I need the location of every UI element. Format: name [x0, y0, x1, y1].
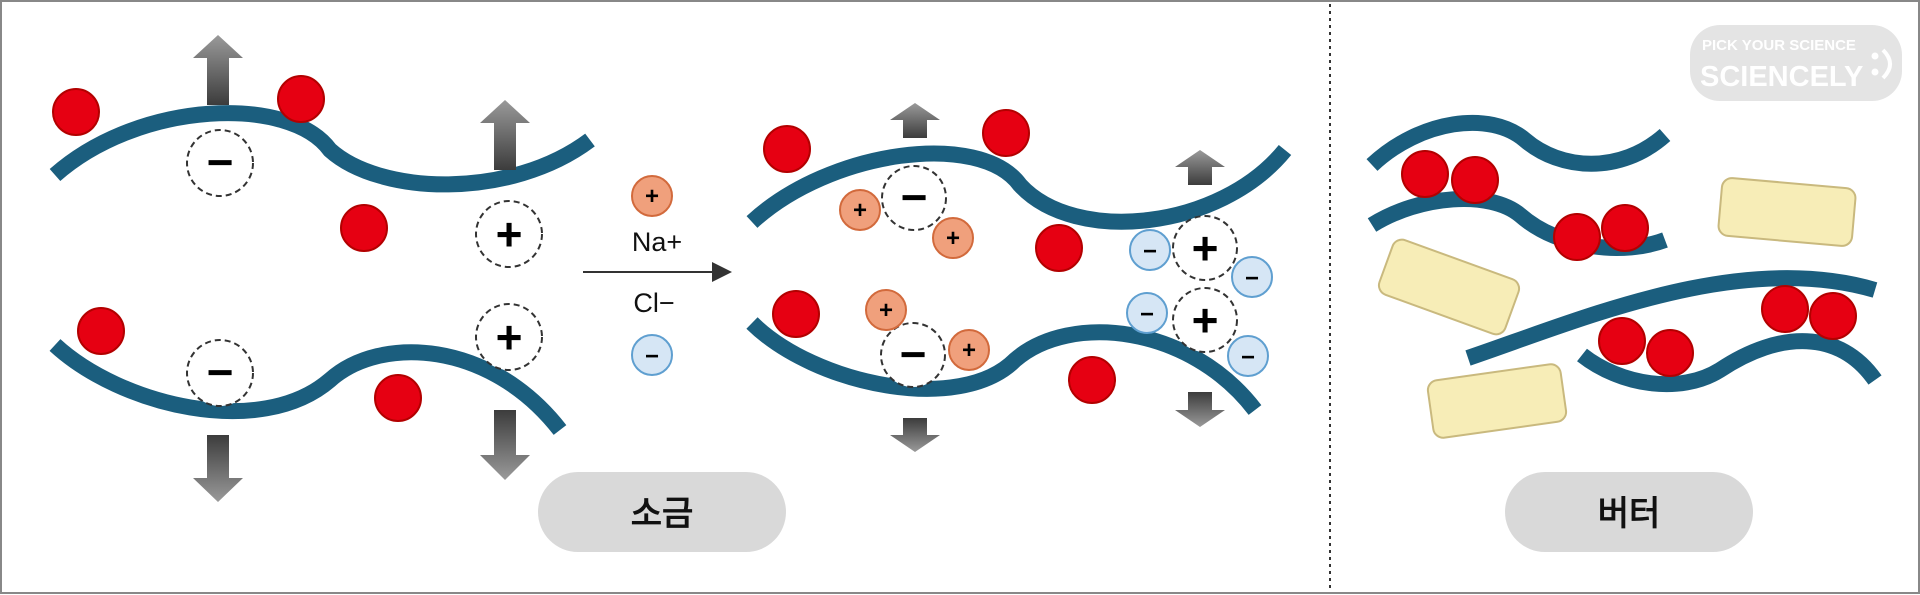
salted-state-group: − + + − + + + −: [746, 103, 1292, 452]
fat-globule: [1451, 156, 1499, 204]
svg-text:+: +: [496, 311, 523, 363]
svg-text:−: −: [645, 343, 659, 370]
svg-text:−: −: [900, 328, 927, 380]
expansion-arrow-up: [480, 100, 530, 170]
sciencely-logo: PICK YOUR SCIENCE SCIENCELY: [1690, 25, 1902, 101]
svg-text:PICK YOUR SCIENCE: PICK YOUR SCIENCE: [1702, 37, 1856, 54]
svg-text:+: +: [1192, 294, 1219, 346]
fat-globule: [1646, 329, 1694, 377]
svg-text:소금: 소금: [631, 494, 694, 534]
svg-text:−: −: [1143, 238, 1157, 265]
chloride-label: Cl−: [633, 288, 674, 318]
protein-strand: [746, 144, 1292, 230]
chloride-ion: −: [631, 334, 673, 376]
fat-globule: [277, 75, 325, 123]
butter-structure-group: [1366, 114, 1882, 439]
fat-globule: [52, 88, 100, 136]
fat-globule: [374, 374, 422, 422]
positive-charge-site: +: [475, 303, 543, 371]
negative-charge-site: −: [186, 129, 254, 197]
initial-state-group: − + − +: [49, 35, 595, 502]
chloride-ion: −: [1231, 256, 1273, 298]
fat-globule: [1035, 224, 1083, 272]
svg-text:+: +: [853, 197, 867, 224]
fat-globule: [77, 307, 125, 355]
svg-text:+: +: [496, 208, 523, 260]
svg-text:+: +: [645, 183, 659, 210]
svg-text:+: +: [946, 225, 960, 252]
expansion-arrow-down: [890, 418, 940, 452]
fat-globule: [1401, 150, 1449, 198]
fat-globule: [763, 125, 811, 173]
water-droplet-block: [1377, 238, 1521, 336]
negative-charge-site: −: [881, 165, 947, 231]
svg-text:−: −: [207, 136, 234, 188]
expansion-arrow-down: [193, 435, 243, 502]
fat-globule: [340, 204, 388, 252]
fat-globule: [1598, 317, 1646, 365]
svg-text:버터: 버터: [1598, 494, 1661, 534]
positive-charge-site: +: [1172, 215, 1238, 281]
fat-globule: [1761, 285, 1809, 333]
expansion-arrow-up: [890, 103, 940, 138]
svg-text:+: +: [1192, 222, 1219, 274]
svg-text:−: −: [1241, 344, 1255, 371]
fat-globule: [982, 109, 1030, 157]
expansion-arrow-up: [193, 35, 243, 105]
expansion-arrow-down: [1175, 392, 1225, 427]
sodium-ion: +: [865, 289, 907, 331]
sodium-label: Na+: [632, 227, 682, 257]
sodium-ion: +: [631, 175, 673, 217]
svg-text:+: +: [962, 337, 976, 364]
fat-globule: [1601, 204, 1649, 252]
protein-strand: [49, 339, 567, 435]
reaction-legend: + Na+ Cl− −: [583, 175, 732, 376]
butter-label-pill: 버터: [1505, 472, 1753, 552]
sodium-ion: +: [839, 189, 881, 231]
water-droplet-block: [1426, 363, 1568, 439]
svg-text:+: +: [879, 297, 893, 324]
salt-label-pill: 소금: [538, 472, 786, 552]
negative-charge-site: −: [186, 339, 254, 407]
protein-strand: [1366, 114, 1671, 172]
sodium-ion: +: [932, 217, 974, 259]
fat-globule: [1809, 292, 1857, 340]
positive-charge-site: +: [1172, 287, 1238, 353]
protein-strand: [746, 317, 1262, 415]
svg-text:−: −: [207, 346, 234, 398]
protein-strand: [1577, 333, 1882, 393]
svg-text:−: −: [901, 171, 928, 223]
expansion-arrow-down: [480, 410, 530, 480]
fat-globule: [772, 290, 820, 338]
protein-strand: [49, 105, 595, 193]
svg-text:−: −: [1245, 265, 1259, 292]
fat-globule: [1068, 356, 1116, 404]
expansion-arrow-up: [1175, 150, 1225, 185]
svg-text:SCIENCELY: SCIENCELY: [1700, 61, 1863, 93]
fat-globule: [1553, 213, 1601, 261]
sodium-ion: +: [948, 329, 990, 371]
protein-strand: [1465, 270, 1878, 366]
chloride-ion: −: [1126, 292, 1168, 334]
water-droplet-block: [1717, 177, 1857, 247]
svg-text:−: −: [1140, 301, 1154, 328]
chloride-ion: −: [1129, 229, 1171, 271]
chloride-ion: −: [1227, 335, 1269, 377]
negative-charge-site: −: [880, 322, 946, 388]
positive-charge-site: +: [475, 200, 543, 268]
